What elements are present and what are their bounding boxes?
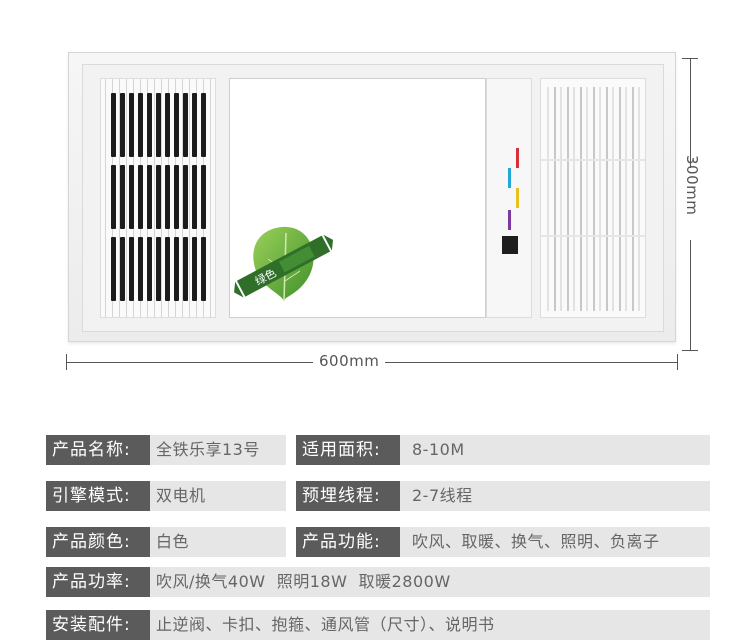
vent-slot	[174, 237, 179, 301]
vent-slot	[129, 165, 134, 229]
vent-slot	[174, 165, 179, 229]
vent-slot	[192, 93, 197, 157]
spec-label: 产品颜色:	[46, 527, 150, 557]
vent-slot	[120, 93, 125, 157]
spec-label-2: 预埋线程:	[296, 481, 400, 511]
spec-value: 全铁乐享13号	[156, 440, 260, 459]
spec-value: 白色	[156, 532, 190, 551]
grille-slat	[119, 79, 120, 317]
width-dimension-tick-right	[677, 354, 678, 370]
vent-slot	[201, 165, 206, 229]
vent-slot	[111, 165, 116, 229]
spec-value: 双电机	[156, 486, 206, 505]
vent-slot	[129, 237, 134, 301]
spec-label: 产品名称:	[46, 435, 150, 465]
spec-label-2: 适用面积:	[296, 435, 400, 465]
grille-slat	[547, 87, 549, 311]
grille-slat	[599, 87, 601, 311]
grille-slat	[579, 87, 582, 311]
spec-value: 止逆阀、卡扣、抱箍、通风管（尺寸）、说明书	[156, 615, 495, 634]
vent-slot	[156, 93, 161, 157]
vent-slot	[165, 165, 170, 229]
vent-slot	[129, 93, 134, 157]
grille-slat	[605, 87, 608, 311]
indicator-light-red	[516, 148, 519, 168]
sensor-window	[502, 236, 518, 254]
grille-slat	[586, 87, 588, 311]
indicator-light-purple	[508, 210, 511, 230]
spec-label-2: 产品功能:	[296, 527, 400, 557]
grille-slat	[126, 79, 127, 317]
grille-slat	[189, 79, 190, 317]
height-dimension-label: 300mm	[683, 155, 701, 216]
grille-slat	[638, 87, 640, 311]
grille-slat	[625, 87, 627, 311]
grille-crossbar	[541, 159, 645, 161]
left-vent-grille	[100, 78, 216, 318]
green-leaf-logo: 绿色	[234, 226, 333, 302]
vent-slot	[183, 93, 188, 157]
indicator-light-yellow	[516, 188, 519, 208]
grille-crossbar	[541, 235, 645, 237]
grille-slat	[631, 87, 634, 311]
spec-value-2: 8-10M	[412, 440, 465, 459]
grille-slat	[566, 87, 569, 311]
vent-slot	[201, 93, 206, 157]
spec-label: 产品功率:	[46, 567, 150, 597]
vent-slot	[192, 165, 197, 229]
vent-slot	[138, 93, 143, 157]
spec-label: 引擎模式:	[46, 481, 150, 511]
vent-slot	[192, 237, 197, 301]
vent-slot	[147, 237, 152, 301]
spec-value-2: 2-7线程	[412, 486, 473, 505]
width-dimension-tick-left	[66, 354, 67, 370]
vent-slot	[111, 237, 116, 301]
vent-slot	[120, 237, 125, 301]
grille-slat	[553, 87, 556, 311]
spec-row: 引擎模式: 双电机 预埋线程: 2-7线程	[46, 481, 710, 511]
spec-value-2: 吹风、取暖、换气、照明、负离子	[412, 532, 660, 551]
vent-slot	[156, 237, 161, 301]
grille-slat	[618, 87, 621, 311]
vent-slot	[156, 165, 161, 229]
height-dimension-tick-top	[682, 58, 698, 59]
vent-slot	[165, 237, 170, 301]
vent-slot	[147, 165, 152, 229]
width-dimension-label: 600mm	[313, 352, 386, 370]
vent-slot	[138, 237, 143, 301]
vent-slot	[165, 93, 170, 157]
grille-slat	[154, 79, 155, 317]
height-dimension-tick-bottom	[682, 350, 698, 351]
grille-slat	[612, 87, 614, 311]
spec-row: 产品功率: 吹风/换气40W 照明18W 取暖2800W	[46, 567, 710, 597]
spec-row: 安装配件: 止逆阀、卡扣、抱箍、通风管（尺寸）、说明书	[46, 610, 710, 640]
indicator-light-blue	[508, 168, 511, 188]
light-panel: 绿色	[229, 78, 486, 318]
grille-slat	[182, 79, 183, 317]
vent-slot	[138, 165, 143, 229]
right-vent-grille	[540, 78, 646, 318]
spec-value: 吹风/换气40W 照明18W 取暖2800W	[156, 572, 451, 591]
vent-slot	[201, 237, 206, 301]
vent-slot	[183, 237, 188, 301]
control-strip	[486, 78, 532, 318]
vent-slot	[183, 165, 188, 229]
vent-slot	[111, 93, 116, 157]
spec-row: 产品名称: 全铁乐享13号 适用面积: 8-10M	[46, 435, 710, 465]
grille-slat	[210, 79, 211, 317]
vent-slot	[120, 165, 125, 229]
grille-slat	[161, 79, 162, 317]
grille-slat	[592, 87, 595, 311]
vent-slot	[174, 93, 179, 157]
grille-slat	[573, 87, 575, 311]
grille-slat	[560, 87, 562, 311]
vent-slot	[147, 93, 152, 157]
spec-label: 安装配件:	[46, 610, 150, 640]
spec-row: 产品颜色: 白色 产品功能: 吹风、取暖、换气、照明、负离子	[46, 527, 710, 557]
grille-slat	[105, 79, 106, 317]
